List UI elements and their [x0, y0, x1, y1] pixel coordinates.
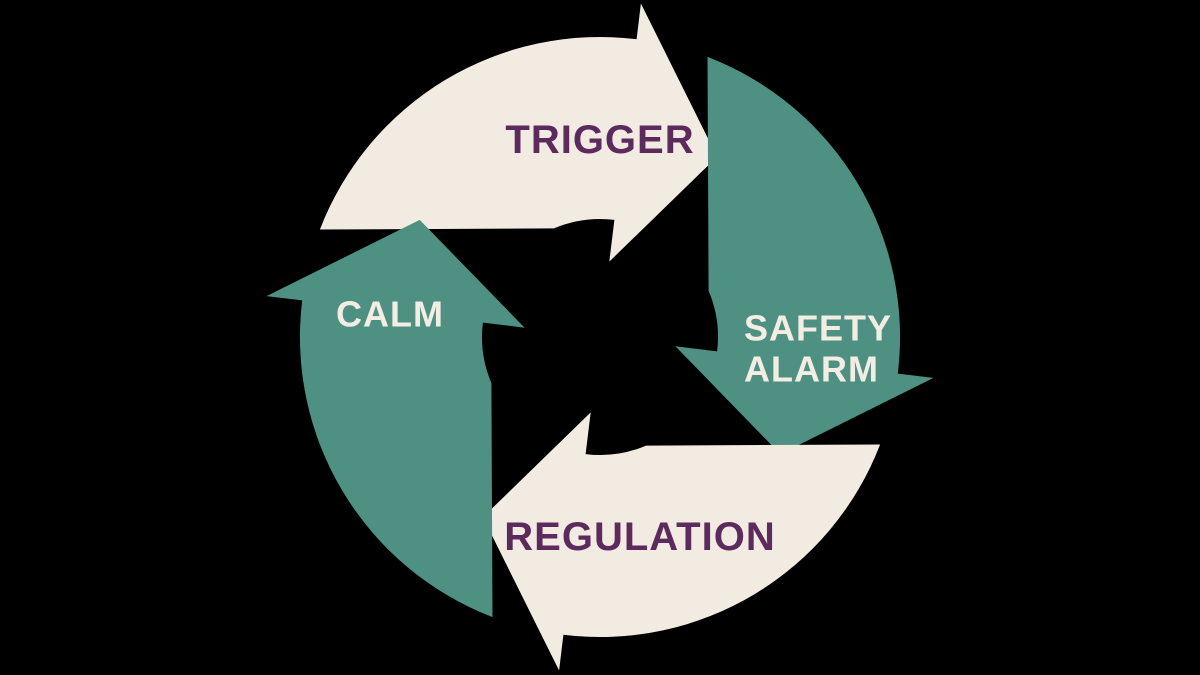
- label-safety-line1: SAFETY: [743, 307, 893, 349]
- label-safety-alarm: SAFETY ALARM: [744, 308, 892, 391]
- label-safety-line2: ALARM: [743, 349, 879, 390]
- label-calm: CALM: [336, 293, 444, 335]
- label-trigger: TRIGGER: [505, 118, 695, 162]
- arrow-safety-alarm: [675, 56, 934, 455]
- arrow-regulation: [482, 412, 881, 671]
- arrow-calm: [266, 219, 525, 618]
- arrow-trigger: [319, 3, 718, 262]
- label-regulation: REGULATION: [504, 515, 776, 559]
